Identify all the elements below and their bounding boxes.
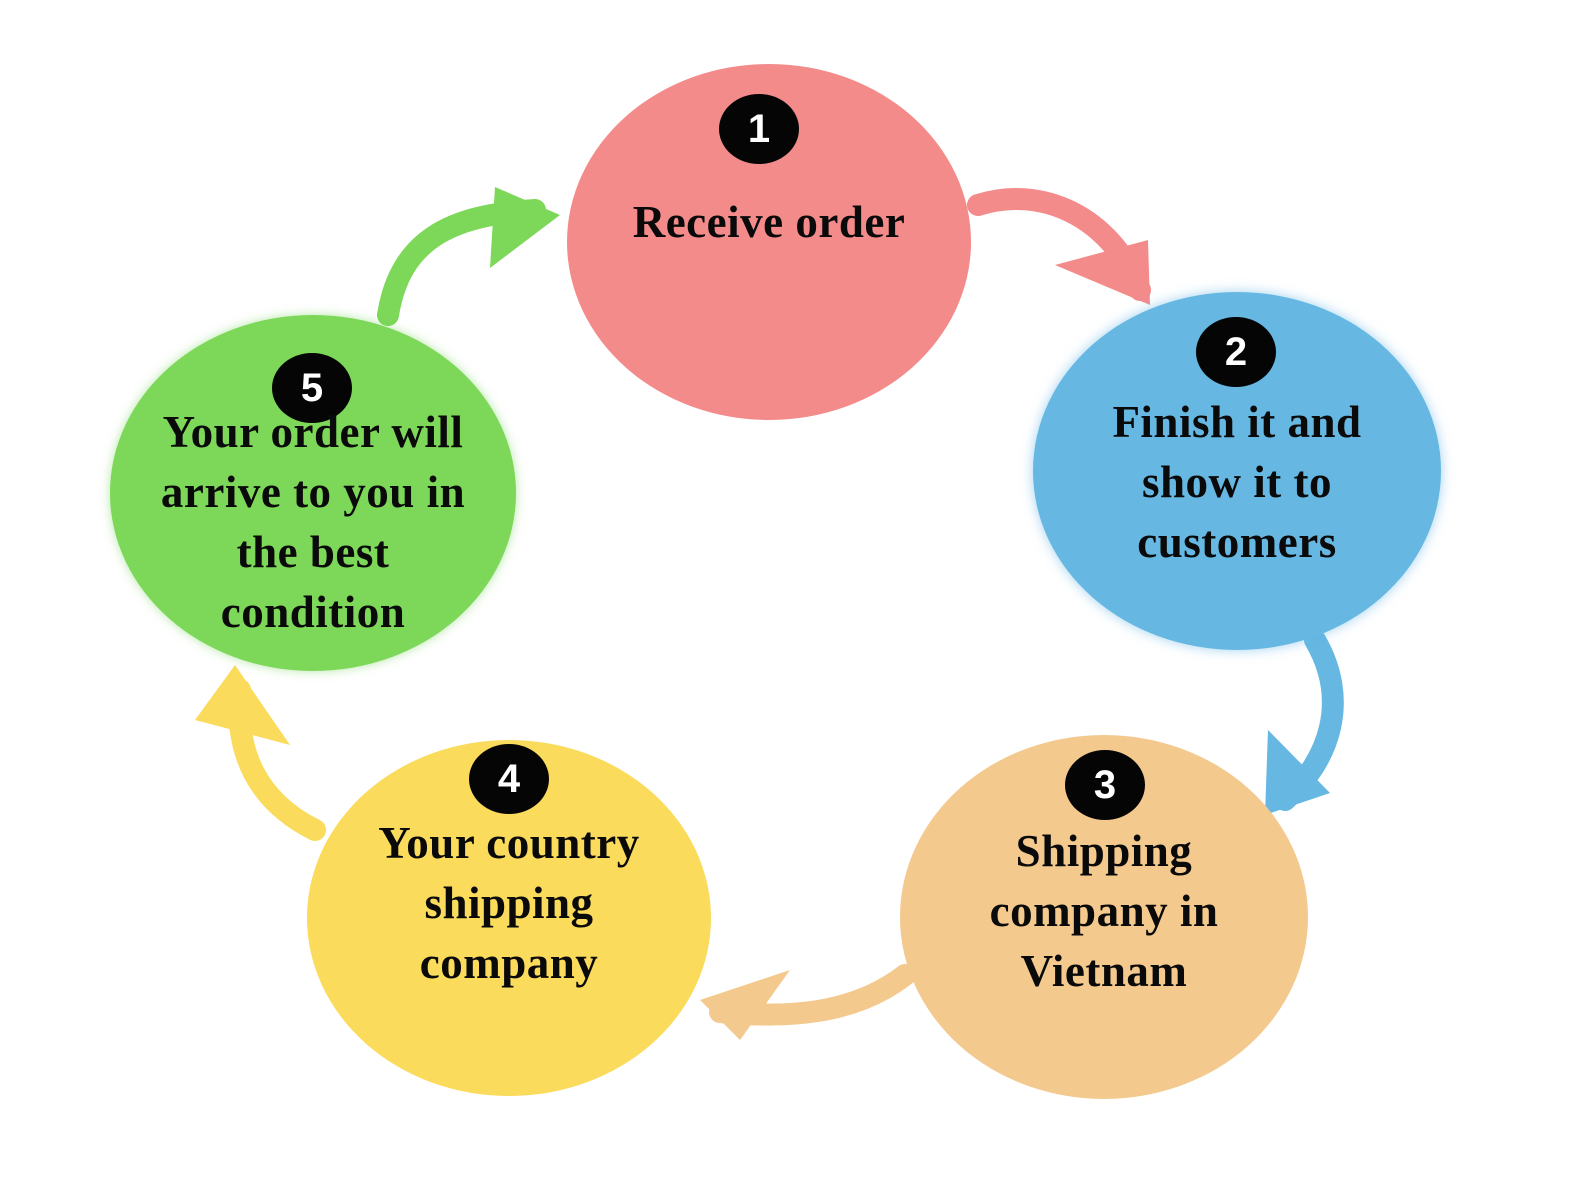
arrow-1-to-2	[967, 187, 1151, 305]
step-number-badge: 5	[272, 353, 352, 423]
step-number-badge: 3	[1065, 750, 1145, 820]
step-label: Receive order	[632, 197, 906, 247]
arrow-5-to-1	[377, 187, 560, 326]
arrow-3-to-4	[700, 964, 916, 1040]
step-number-badge: 4	[469, 744, 549, 814]
step-label: Your order will arrive to you in the bes…	[160, 407, 466, 637]
step-5-order-arrives: 5 Your order will arrive to you in the b…	[110, 315, 516, 671]
step-number-badge: 1	[719, 94, 799, 164]
arrow-2-to-3	[1265, 629, 1344, 815]
step-label: Shipping company in Vietnam	[989, 826, 1219, 996]
step-number-badge: 2	[1196, 317, 1276, 387]
step-4-your-country-shipping: 4 Your country shipping company	[307, 740, 711, 1096]
step-label: Finish it and show it to customers	[1112, 397, 1362, 567]
step-1-receive-order: 1 Receive order	[567, 64, 971, 420]
step-3-shipping-vietnam: 3 Shipping company in Vietnam	[900, 735, 1308, 1099]
step-label: Your country shipping company	[378, 818, 640, 988]
arrow-4-to-5	[195, 665, 326, 841]
step-2-finish-and-show: 2 Finish it and show it to customers	[1033, 292, 1441, 650]
